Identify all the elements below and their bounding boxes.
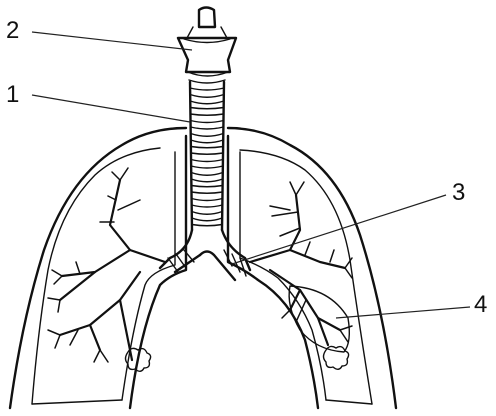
trachea-ring xyxy=(192,199,223,201)
trachea-ring xyxy=(190,108,223,109)
trachea-ring xyxy=(190,95,224,98)
trachea-ring xyxy=(190,101,224,104)
label-1: 1 xyxy=(6,81,190,122)
trachea-ring xyxy=(191,173,223,176)
trachea-rings xyxy=(190,88,224,226)
label-4-text: 4 xyxy=(474,291,487,318)
leader-line-3 xyxy=(232,195,446,264)
trachea-ring xyxy=(192,212,222,215)
trachea-ring xyxy=(191,153,223,154)
leader-line-2 xyxy=(32,32,192,50)
trachea-ring xyxy=(191,147,223,148)
trachea xyxy=(190,82,224,230)
trachea-ring xyxy=(192,205,223,207)
bronchi xyxy=(160,230,250,280)
leader-line-1 xyxy=(32,95,190,122)
label-1-text: 1 xyxy=(6,81,19,108)
lung-right xyxy=(228,128,396,408)
trachea-ring xyxy=(190,88,224,90)
trachea-ring xyxy=(191,140,224,143)
label-2: 2 xyxy=(6,17,192,50)
label-2-text: 2 xyxy=(6,17,19,44)
trachea-ring xyxy=(191,160,223,162)
leader-line-4 xyxy=(336,307,470,318)
trachea-ring xyxy=(191,192,222,193)
trachea-ring xyxy=(191,127,224,129)
larynx xyxy=(178,8,236,84)
label-4: 4 xyxy=(336,291,487,318)
trachea-ring xyxy=(191,186,222,187)
trachea-ring xyxy=(191,166,223,168)
trachea-ring xyxy=(190,114,223,115)
trachea-ring xyxy=(191,134,224,137)
trachea-ring xyxy=(192,225,222,226)
label-3-text: 3 xyxy=(452,179,465,206)
trachea-ring xyxy=(191,179,222,182)
trachea-ring xyxy=(192,218,222,221)
trachea-ring xyxy=(190,121,223,123)
